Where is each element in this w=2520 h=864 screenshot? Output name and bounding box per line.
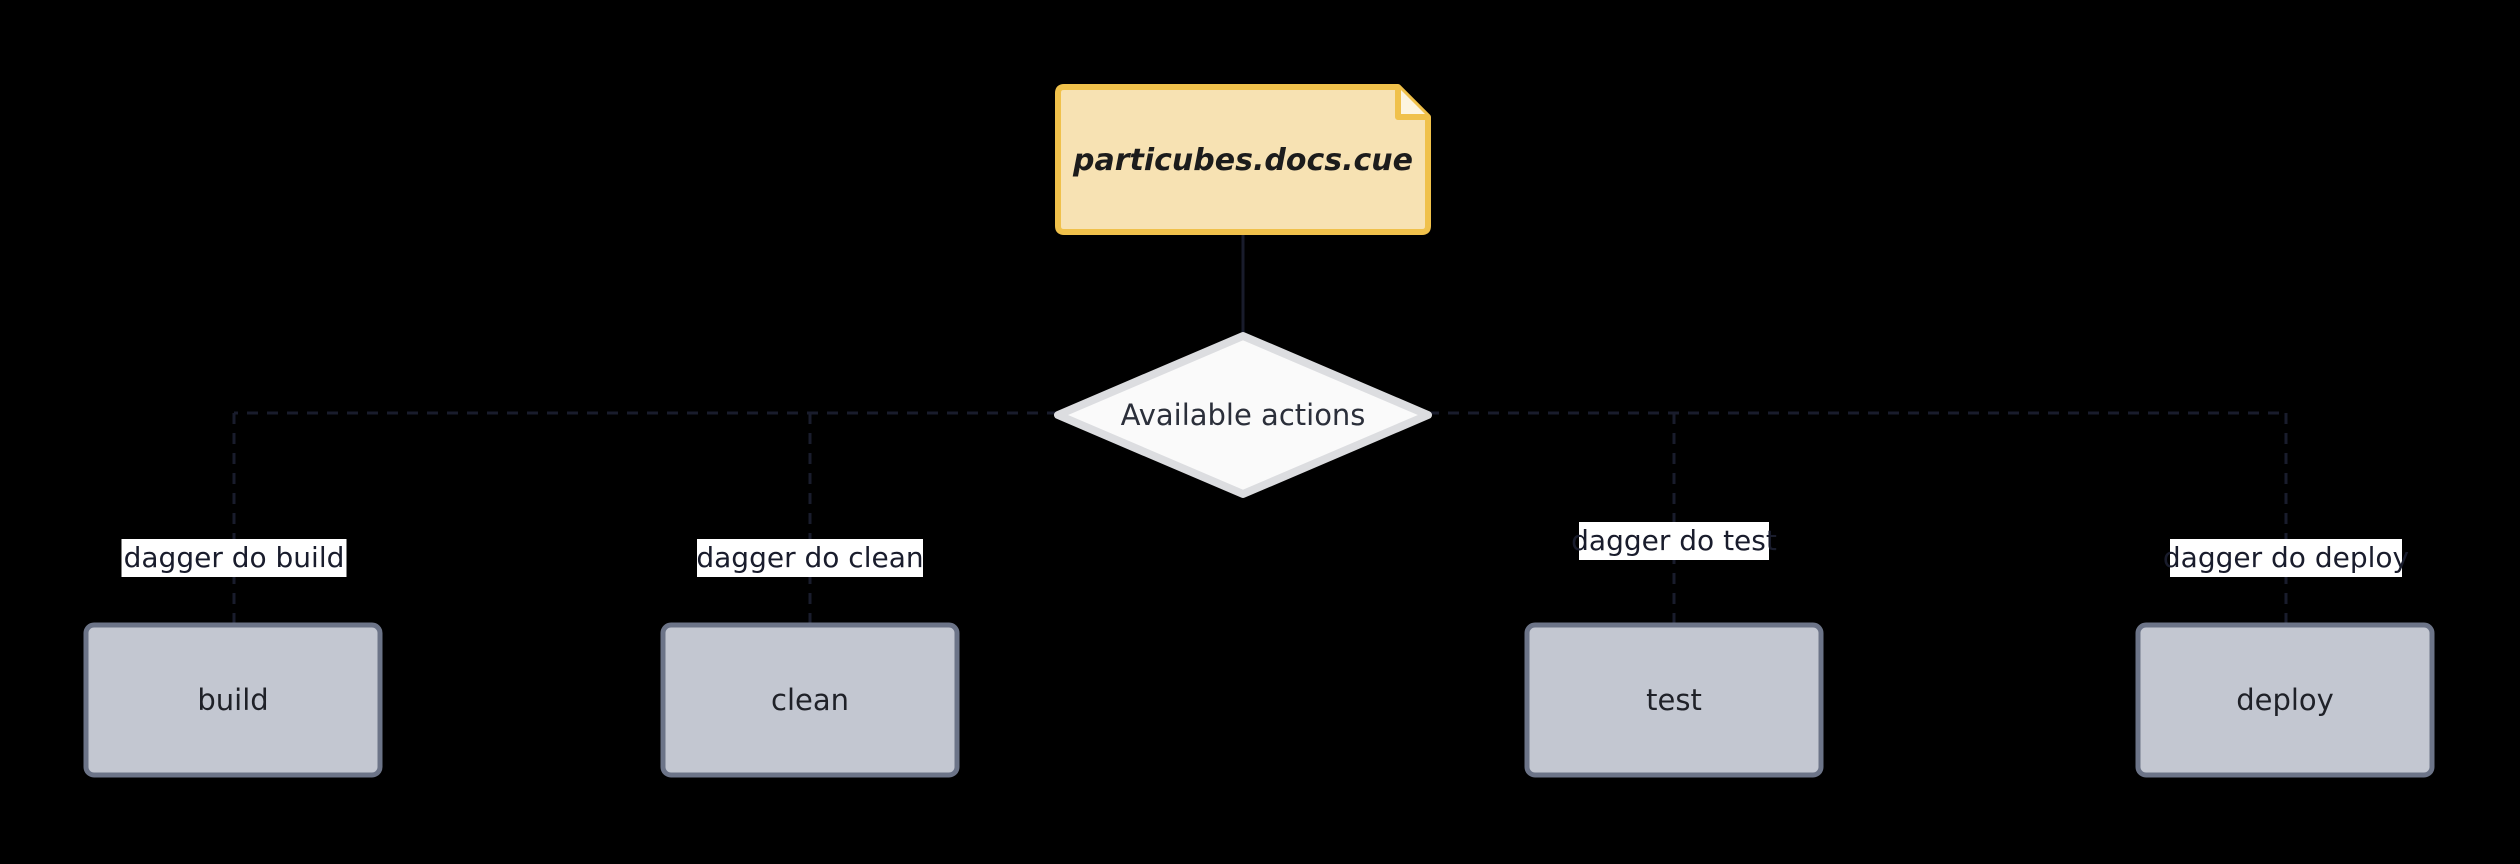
edge-label-background xyxy=(697,539,923,577)
edge-label-test: dagger do test xyxy=(1571,522,1777,560)
action-box-shape xyxy=(83,622,383,778)
action-box-label: build xyxy=(197,683,268,717)
decision-node-available-actions[interactable]: Available actions xyxy=(1054,332,1432,498)
decision-label: Available actions xyxy=(1121,398,1366,432)
action-box-label: test xyxy=(1646,683,1702,717)
action-node-build[interactable]: build xyxy=(83,622,383,778)
action-node-deploy[interactable]: deploy xyxy=(2135,622,2435,778)
action-box-shape xyxy=(660,622,960,778)
edge-label-text: dagger do clean xyxy=(696,541,923,574)
diamond-shape xyxy=(1054,332,1432,498)
edge-label-background xyxy=(1579,522,1769,560)
note-node-particubes-docs-cue[interactable]: particubes.docs.cue xyxy=(1055,84,1431,235)
edge-label-clean: dagger do clean xyxy=(696,539,924,577)
edge-label-background xyxy=(121,539,347,577)
edge-label-text: dagger do deploy xyxy=(2163,541,2409,574)
edges-group xyxy=(232,411,2288,625)
note-label: particubes.docs.cue xyxy=(1072,143,1413,178)
action-box-label: clean xyxy=(771,683,849,717)
note-shape xyxy=(1055,84,1431,235)
note-fold-corner-icon xyxy=(1395,87,1428,120)
edge-label-build: dagger do build xyxy=(121,539,347,577)
action-node-clean[interactable]: clean xyxy=(660,622,960,778)
edge-label-background xyxy=(2170,539,2402,577)
edge-label-text: dagger do test xyxy=(1571,524,1777,557)
action-nodes-group: build clean test deploy xyxy=(83,622,2435,778)
edge-label-deploy: dagger do deploy xyxy=(2163,539,2409,577)
action-box-shape xyxy=(2135,622,2435,778)
action-box-label: deploy xyxy=(2236,683,2334,717)
action-box-shape xyxy=(1524,622,1824,778)
edge-label-text: dagger do build xyxy=(124,541,345,574)
edge-labels-group: dagger do build dagger do clean dagger do … xyxy=(121,522,2409,577)
action-node-test[interactable]: test xyxy=(1524,622,1824,778)
